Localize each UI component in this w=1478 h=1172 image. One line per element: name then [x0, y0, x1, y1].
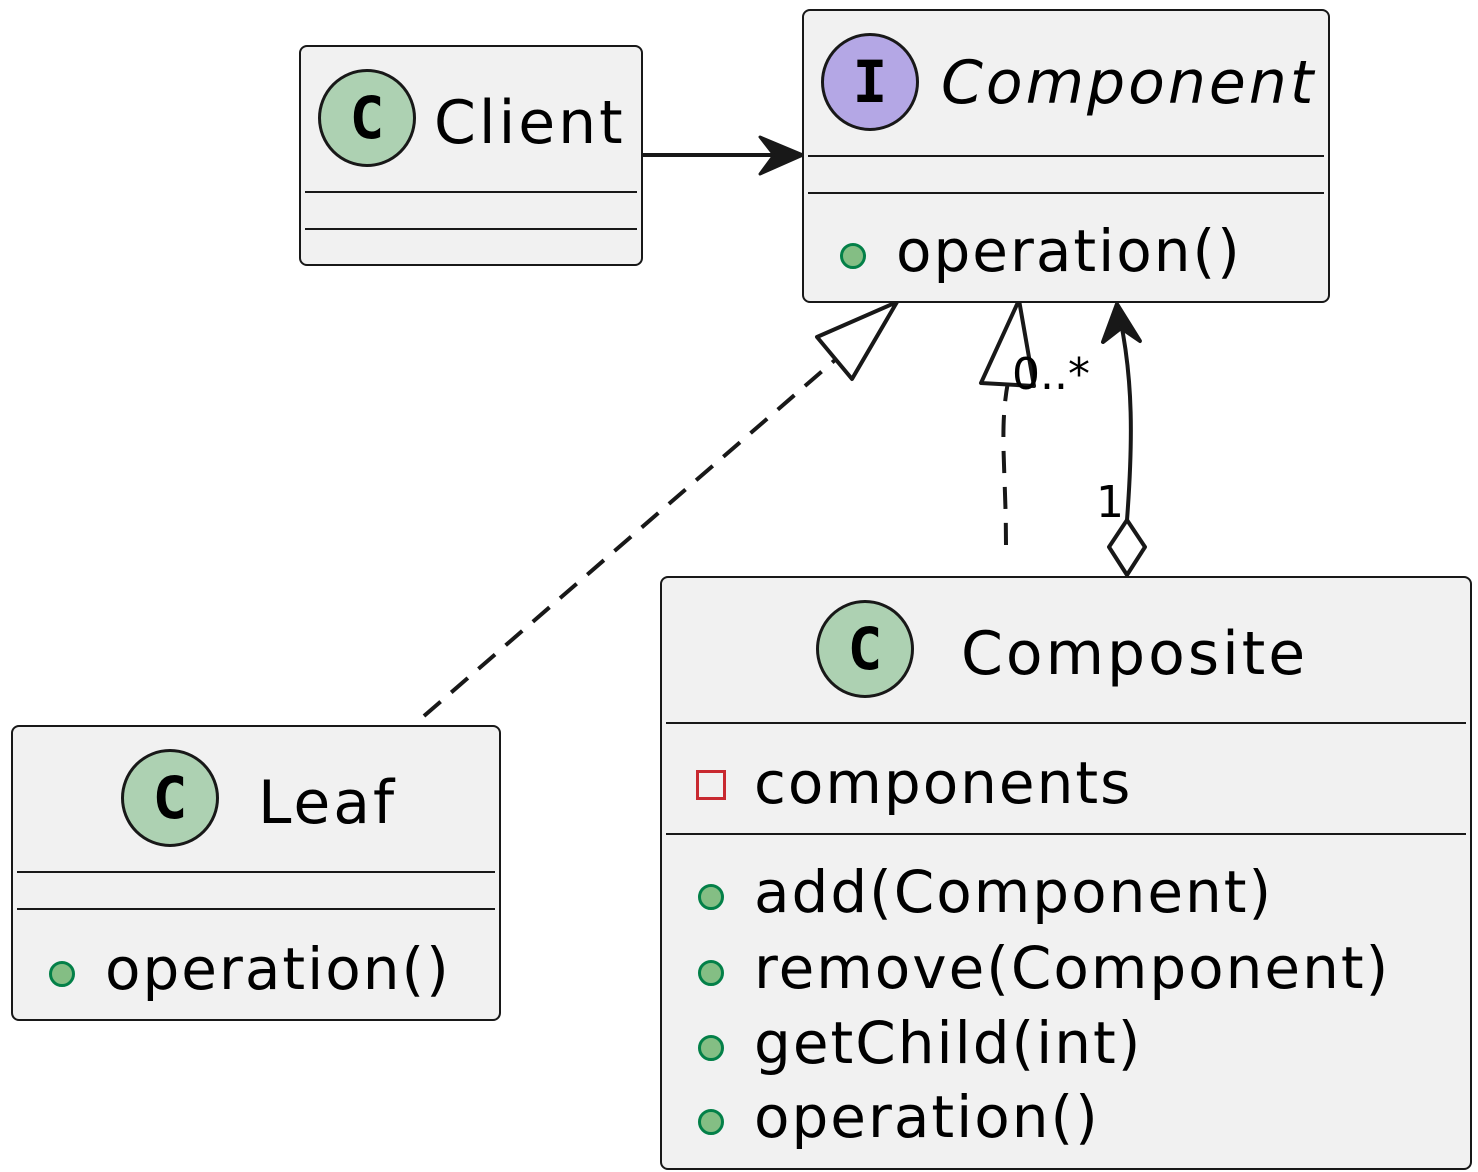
- client-methods-divider: [305, 228, 637, 230]
- leaf-class-name: Leaf: [258, 768, 398, 838]
- leaf-class-box[interactable]: C Leaf operation(): [11, 725, 501, 1021]
- component-interface-box[interactable]: I Component operation(): [802, 9, 1330, 303]
- composite-method: remove(Component): [754, 934, 1391, 1002]
- public-visibility-icon: [49, 961, 75, 987]
- leaf-attributes-divider: [17, 871, 495, 873]
- class-stereotype-icon: C: [121, 749, 219, 847]
- client-class-box[interactable]: C Client: [299, 45, 643, 266]
- composite-realization-line: [1001, 381, 1010, 546]
- component-interface-name: Component: [941, 48, 1317, 118]
- public-visibility-icon: [840, 243, 866, 269]
- multiplicity-source-label: 1: [1096, 477, 1124, 528]
- public-visibility-icon: [698, 1035, 724, 1061]
- public-visibility-icon: [698, 884, 724, 910]
- public-visibility-icon: [698, 960, 724, 986]
- multiplicity-target-label: 0..*: [1012, 349, 1090, 400]
- class-stereotype-icon: C: [318, 69, 416, 167]
- aggregation-line: [1118, 317, 1133, 521]
- composite-method: operation(): [754, 1083, 1100, 1151]
- composite-attributes-divider: [666, 722, 1466, 724]
- composite-attribute: components: [754, 749, 1133, 817]
- class-stereotype-icon: C: [816, 600, 914, 698]
- composite-class-name: Composite: [961, 619, 1309, 689]
- client-attributes-divider: [305, 191, 637, 193]
- aggregation-diamond: [1107, 518, 1147, 577]
- leaf-realization-line: [422, 358, 837, 718]
- component-attributes-divider: [808, 155, 1324, 157]
- public-visibility-icon: [698, 1109, 724, 1135]
- composite-method: getChild(int): [754, 1009, 1143, 1077]
- composite-class-box[interactable]: C Composite components add(Component) re…: [660, 576, 1472, 1170]
- leaf-methods-divider: [17, 908, 495, 910]
- leaf-realization-triangle: [815, 300, 899, 381]
- composite-realization-triangle: [979, 298, 1036, 388]
- component-method: operation(): [896, 217, 1242, 285]
- association-arrowhead: [758, 135, 805, 176]
- composite-methods-divider: [666, 833, 1466, 835]
- interface-stereotype-icon: I: [821, 33, 919, 131]
- aggregation-arrowhead: [1101, 302, 1142, 344]
- private-visibility-icon: [696, 770, 726, 800]
- component-methods-divider: [808, 192, 1324, 194]
- client-class-name: Client: [434, 88, 626, 158]
- composite-method: add(Component): [754, 858, 1274, 926]
- leaf-method: operation(): [105, 935, 451, 1003]
